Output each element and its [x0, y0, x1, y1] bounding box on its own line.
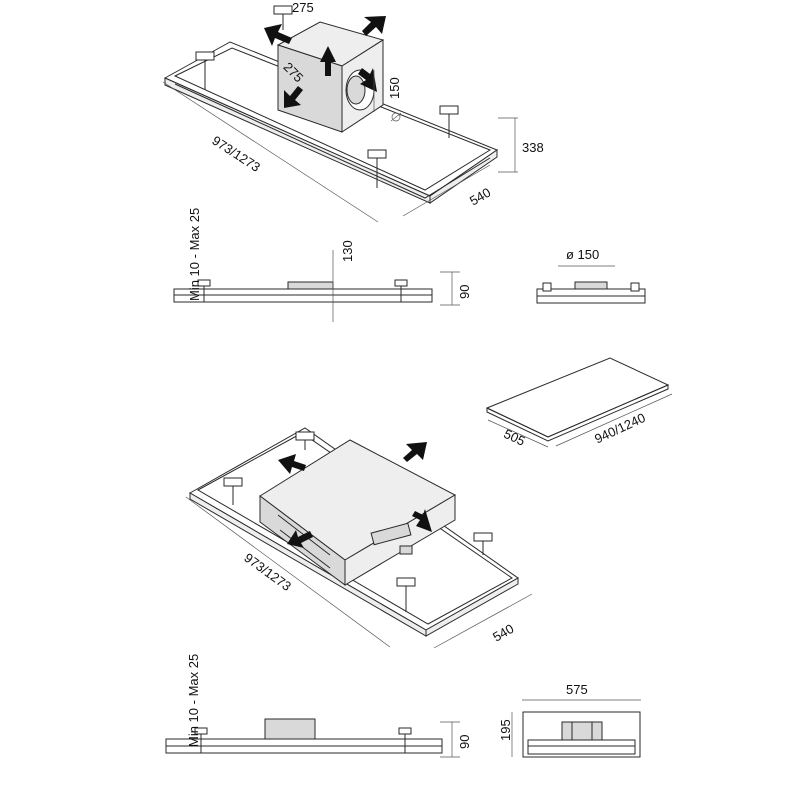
motor-housing-side [264, 718, 316, 740]
side-view-2: 90 Min 10 - Max 25 [165, 654, 472, 758]
dia-mark [391, 112, 401, 122]
label-height-130: 130 [340, 240, 355, 262]
label-length-1: 973/1273 [209, 133, 263, 175]
arrow-left [264, 24, 292, 46]
duct-collar [574, 281, 608, 290]
bracket-1 [195, 51, 215, 90]
fan-detail [399, 545, 413, 555]
bracket2-2 [223, 477, 243, 505]
front-view-2: 575 195 [498, 682, 641, 758]
dim-depth-2 [433, 593, 533, 649]
arrow2-up-right [403, 442, 427, 462]
bracket2-4 [396, 577, 416, 612]
hood2-front-body [527, 739, 636, 755]
label-depth-1: 540 [467, 185, 493, 209]
label-width-575: 575 [566, 682, 588, 697]
label-height-90-b: 90 [457, 735, 472, 749]
fan-front [561, 721, 603, 741]
label-dia-150: ø 150 [566, 247, 599, 262]
bracket-2 [439, 105, 459, 138]
arrow2-down-left [287, 530, 313, 548]
dim-cut-depth [487, 419, 549, 448]
hood-frame-side [429, 149, 498, 204]
dim-cut-length [555, 393, 673, 447]
label-height-1: 338 [522, 140, 544, 155]
arrow-up [320, 46, 336, 76]
label-min-max-1: Min 10 - Max 25 [187, 208, 202, 301]
label-cut-length: 940/1240 [592, 410, 647, 447]
label-height-90-a: 90 [457, 285, 472, 299]
duct-outlet-inner [346, 75, 366, 105]
dim-depth-1 [402, 164, 491, 217]
front-view-1: ø 150 [536, 247, 646, 304]
iso-view-bottom: 973/1273 540 [185, 427, 533, 649]
hood2-frame-side [425, 577, 519, 637]
label-length-2: 973/1273 [241, 550, 294, 594]
bracket-4 [273, 5, 293, 30]
hood-panel-edge [174, 83, 491, 199]
label-duct-dia: 150 [387, 77, 402, 99]
arrow-down-left [284, 86, 303, 108]
label-duct-w: 275 [292, 0, 314, 15]
cutout-view: 505 940/1240 [485, 357, 673, 449]
bracket2-1 [295, 431, 315, 450]
label-depth-2: 540 [490, 621, 516, 645]
dim-length-2 [185, 496, 391, 648]
arrow2-left [278, 454, 306, 474]
side-view-1: 130 90 Min 10 - Max 25 [173, 208, 472, 322]
motor-stub [287, 281, 334, 290]
arrow-right [358, 68, 377, 92]
arrow2-right [412, 509, 432, 532]
iso-view-top: 275 275 150 973/1273 540 338 [162, 0, 544, 223]
dim-length-1 [162, 81, 379, 223]
label-height-195: 195 [498, 719, 513, 741]
bracket-3 [367, 149, 387, 188]
arrow-up-right [362, 16, 386, 36]
bracket2-3 [473, 532, 493, 555]
fan-unit [370, 522, 412, 546]
label-min-max-2: Min 10 - Max 25 [186, 654, 201, 747]
